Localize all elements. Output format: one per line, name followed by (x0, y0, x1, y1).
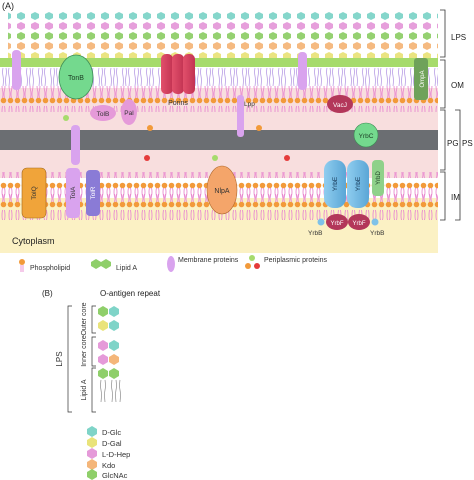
d-gal-icon (87, 437, 97, 448)
yrbb-label-right: YrbB (370, 230, 384, 237)
lps-structure (98, 306, 121, 403)
legend: Phospholipid Lipid A Membrane proteins P… (19, 255, 328, 272)
lipid-a-tails (0, 66, 438, 86)
nlpa-protein (206, 165, 238, 215)
tola-stalk (71, 125, 80, 165)
inner-core-label: Inner core (81, 335, 88, 367)
lps-brackets (67, 305, 96, 413)
yrbf-label-left: YrbF (330, 221, 343, 227)
glcnac-icon (87, 469, 97, 480)
om-protein-mid (298, 52, 307, 90)
yrbb-protein-right (371, 218, 379, 226)
tolq-label: TolQ (31, 186, 38, 199)
ompa-protein (414, 58, 428, 100)
lps-chains (8, 12, 438, 60)
lps-label-b: LPS (55, 351, 64, 366)
lpp-label: Lpp (244, 101, 255, 108)
region-label-ps: PS (462, 139, 473, 148)
yrbd-protein (372, 160, 384, 196)
yrbe-protein-right (347, 160, 369, 208)
periplasmic-protein-dot (63, 115, 69, 121)
periplasmic-icon-orange (245, 263, 251, 269)
legend-phospholipid: Phospholipid (30, 265, 70, 272)
legend-membrane-proteins: Membrane proteins (178, 257, 239, 264)
outer-core-label: Outer core (81, 302, 88, 335)
porins-protein (161, 54, 195, 94)
yrbd-label: YrbD (376, 170, 382, 184)
tolr-protein (86, 170, 100, 216)
tola-protein (66, 168, 80, 218)
periplasmic-icon-green (249, 255, 255, 261)
region-label-im: IM (451, 193, 460, 202)
peptidoglycan-layer (0, 130, 438, 150)
yrbf-protein-left (326, 214, 348, 230)
yrbf-label-right: YrbF (352, 221, 365, 227)
region-brackets (440, 9, 461, 221)
sugar-label-l-d-hep: L-D-Hep (102, 450, 130, 459)
yrbe-protein-left (324, 160, 346, 208)
yrbc-protein (353, 122, 379, 148)
tonb-protein (58, 54, 94, 100)
panel-a-label: (A) (2, 1, 14, 11)
yrbe-label-left: YrbE (332, 176, 339, 191)
sugar-label-kdo: Kdo (102, 461, 115, 470)
tola-label: TolA (70, 186, 77, 199)
sugar-label-d-gal: D-Gal (102, 439, 122, 448)
phospholipid-icon (19, 259, 25, 265)
pal-protein (121, 99, 137, 125)
region-label-lps: LPS (451, 33, 466, 42)
panel-b: (B) O-antigen repeat Outer core Inner co… (42, 289, 161, 480)
panel-a: (A) LPS OM PG PS IM TonB (0, 1, 473, 272)
tonb-label: TonB (68, 75, 84, 82)
porins-label: Porins (168, 100, 188, 107)
d-glc-icon (87, 426, 97, 437)
pal-label: Pal (124, 110, 134, 117)
sugar-legend: D-Glc D-Gal L-D-Hep Kdo GlcNAc (87, 426, 130, 480)
om-protein-left (12, 50, 21, 90)
periplasmic-protein-dot (144, 155, 150, 161)
nlpa-label: NlpA (214, 188, 230, 195)
vacj-protein (327, 95, 353, 113)
periplasmic-protein-dot (256, 125, 262, 131)
yrbf-protein-right (348, 214, 370, 230)
ompa-label: OmpA (420, 70, 426, 87)
periplasmic-protein-dot (284, 155, 290, 161)
region-label-om: OM (451, 81, 464, 90)
tolb-label: TolB (97, 111, 110, 118)
yrbc-label: YrbC (359, 133, 374, 140)
sugar-label-glcnac: GlcNAc (102, 471, 128, 480)
vacj-label: VacJ (333, 102, 347, 109)
lipid-a-icon (91, 259, 101, 269)
tolq-protein (21, 167, 47, 219)
yrbb-label-left: YrbB (308, 230, 322, 237)
lipid-a-label-b: Lipid A (81, 379, 88, 400)
membrane-protein-icon (167, 256, 175, 272)
o-antigen-label: O-antigen repeat (100, 289, 161, 298)
periplasmic-protein-dot (147, 125, 153, 131)
periplasmic-icon-red (254, 263, 260, 269)
yrbe-label-right: YrbE (355, 176, 362, 191)
tolr-label: TolR (90, 186, 97, 199)
kdo-icon (87, 459, 97, 470)
legend-lipid-a: Lipid A (116, 265, 137, 272)
periplasmic-protein-dot (212, 155, 218, 161)
region-label-pg: PG (447, 139, 459, 148)
cytoplasm-label: Cytoplasm (12, 236, 55, 246)
legend-periplasmic-proteins: Periplasmic proteins (264, 257, 328, 264)
outer-membrane-green (0, 58, 438, 67)
panel-b-label: (B) (42, 289, 53, 298)
lpp-protein (237, 95, 244, 137)
sugar-label-d-glc: D-Glc (102, 428, 121, 437)
tolb-protein (90, 105, 116, 121)
yrbb-protein-left (317, 218, 325, 226)
l-d-hep-icon (87, 448, 97, 459)
